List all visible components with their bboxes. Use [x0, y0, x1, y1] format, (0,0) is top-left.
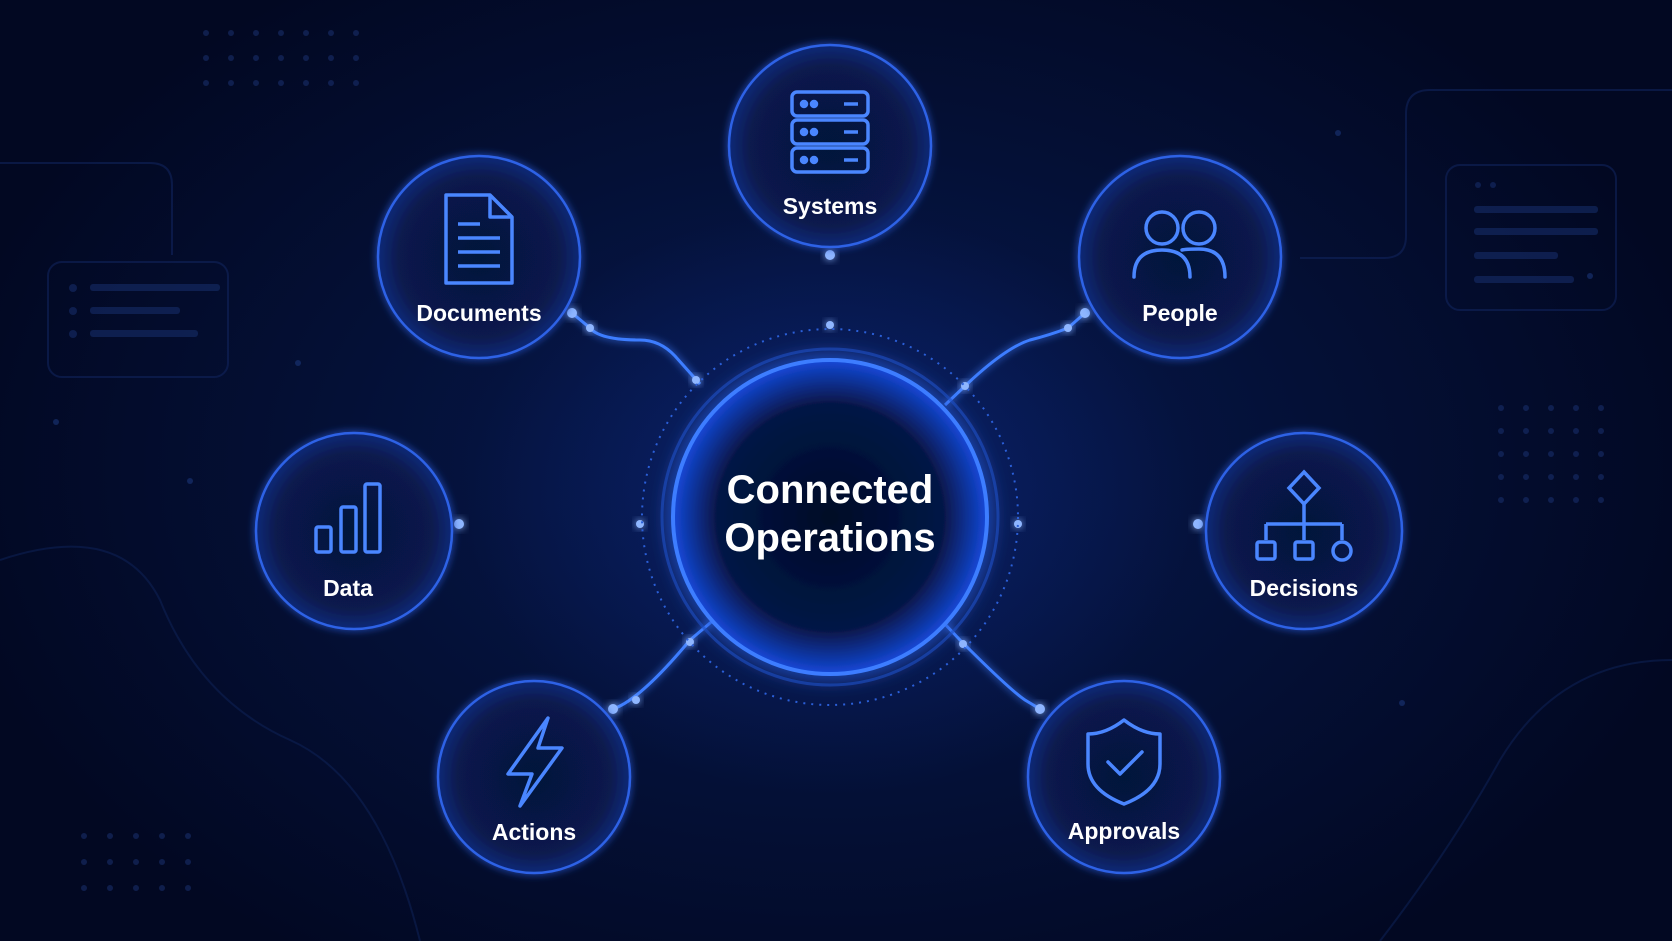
node-label-data: Data — [323, 575, 373, 601]
node-label-documents: Documents — [416, 300, 541, 326]
connector-actions — [612, 616, 717, 711]
center-orbit-ring — [641, 328, 1019, 706]
node-circle — [1026, 679, 1222, 875]
wave-lines — [0, 545, 1672, 941]
connector-dot-data — [454, 519, 464, 529]
center-title-line2: Operations — [724, 516, 935, 560]
connector-dot-actions — [608, 704, 618, 714]
node-circle — [1077, 154, 1283, 360]
dot-grid-right — [1498, 405, 1604, 503]
shield-check-icon — [1086, 718, 1162, 806]
connector-dot-documents — [586, 324, 594, 332]
background-decoration — [0, 30, 1672, 941]
node-decisions: Decisions — [1204, 431, 1404, 631]
connector-dot-decisions — [1014, 520, 1022, 528]
document-icon — [444, 193, 514, 285]
node-circle — [376, 154, 582, 360]
connector-dot-people — [1080, 308, 1090, 318]
card-lines-left — [69, 284, 220, 338]
dot-grid-top-left — [203, 30, 359, 86]
node-circle — [727, 43, 933, 249]
center-hub: Connected Operations — [641, 328, 1019, 706]
center-title-line1: Connected — [727, 468, 934, 512]
lightning-icon — [506, 716, 564, 808]
connector-dot-documents — [567, 308, 577, 318]
connector-dot-systems — [825, 250, 835, 260]
connector-documents — [571, 311, 702, 385]
flowchart-icon — [1255, 469, 1353, 562]
node-label-systems: Systems — [783, 193, 878, 219]
server-icon — [790, 90, 870, 174]
node-documents: Documents — [376, 154, 582, 360]
node-actions: Actions — [436, 679, 632, 875]
connector-dot-data — [636, 520, 644, 528]
node-label-actions: Actions — [492, 819, 576, 845]
node-data: Data — [254, 431, 454, 631]
connector-dot-approvals — [959, 640, 967, 648]
connector-people — [943, 311, 1086, 407]
dot-grid-bottom-left — [81, 833, 191, 891]
connector-dot-approvals — [1035, 704, 1045, 714]
bar-chart-icon — [314, 482, 382, 554]
node-circle — [436, 679, 632, 875]
connector-dot-systems — [826, 321, 834, 329]
scatter-dots — [53, 130, 1593, 706]
node-label-approvals: Approvals — [1068, 818, 1180, 844]
connector-dot-documents — [692, 376, 700, 384]
node-label-people: People — [1142, 300, 1217, 326]
center-circle — [671, 358, 989, 676]
card-outline-right — [1300, 89, 1672, 311]
node-circle — [254, 431, 454, 631]
connector-dot-actions — [632, 696, 640, 704]
card-lines-right — [1474, 182, 1598, 283]
people-icon — [1132, 210, 1227, 279]
center-outer-ring — [660, 347, 1000, 687]
node-label-decisions: Decisions — [1250, 575, 1359, 601]
connector-dot-people — [1064, 324, 1072, 332]
connector-approvals — [941, 620, 1041, 711]
connector-dot-decisions — [1193, 519, 1203, 529]
node-approvals: Approvals — [1026, 679, 1222, 875]
node-people: People — [1077, 154, 1283, 360]
connector-lines — [454, 250, 1203, 714]
card-outline-left — [0, 162, 229, 378]
node-systems: Systems — [727, 43, 933, 249]
